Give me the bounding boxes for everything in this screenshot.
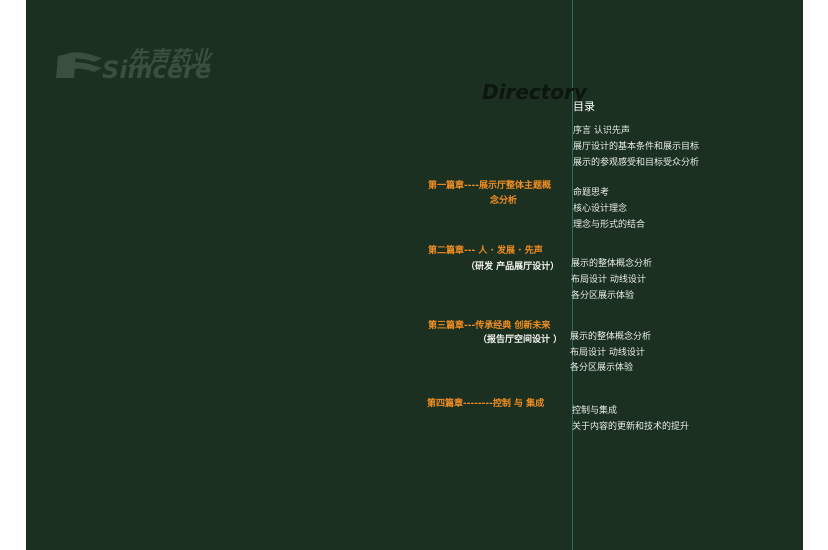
chapter-2-subtitle: （研发 产品展厅设计） xyxy=(466,262,560,272)
toc-item: 控制与集成 xyxy=(572,406,618,416)
toc-intro-item: 展示的参观感受和目标受众分析 xyxy=(573,158,700,168)
chapter-4-title: 第四篇章--------控制 与 集成 xyxy=(427,399,545,409)
toc-intro-item: 展厅设计的基本条件和展示目标 xyxy=(573,142,700,152)
toc-item: 理念与形式的结合 xyxy=(573,220,646,230)
logo-cn-text: 先声药业 xyxy=(128,46,212,70)
directory-heading-cn: 目录 xyxy=(573,100,595,113)
chapter-1-title: 第一篇章----展示厅整体主题概 xyxy=(428,181,551,191)
toc-item: 展示的整体概念分析 xyxy=(571,259,653,269)
toc-item: 核心设计理念 xyxy=(573,204,628,214)
toc-item: 布局设计 动线设计 xyxy=(570,348,645,358)
toc-item: 各分区展示体验 xyxy=(571,291,635,301)
chapter-3-subtitle: （报告厅空间设计 ） xyxy=(478,335,563,345)
toc-item: 布局设计 动线设计 xyxy=(571,275,646,285)
directory-page: 先声药业 Simcere Directory 目录 序言 认识先声 展厅设计的基… xyxy=(26,0,803,550)
logo-swoosh-icon xyxy=(56,52,102,78)
chapter-1-title-cont: 念分析 xyxy=(490,196,518,206)
logo: 先声药业 Simcere xyxy=(54,42,234,84)
logo-en-text: Simcere xyxy=(102,56,212,84)
divider-line xyxy=(572,0,573,550)
toc-intro-item: 序言 认识先声 xyxy=(573,126,630,136)
chapter-2-title: 第二篇章--- 人 · 发展 · 先声 xyxy=(428,246,543,256)
toc-item: 各分区展示体验 xyxy=(570,363,634,373)
chapter-3-title: 第三篇章---传承经典 创新未来 xyxy=(428,321,551,331)
toc-item: 关于内容的更新和技术的提升 xyxy=(572,422,690,432)
toc-item: 展示的整体概念分析 xyxy=(570,332,652,342)
toc-item: 命题思考 xyxy=(573,188,610,198)
directory-heading: Directory xyxy=(482,80,587,104)
